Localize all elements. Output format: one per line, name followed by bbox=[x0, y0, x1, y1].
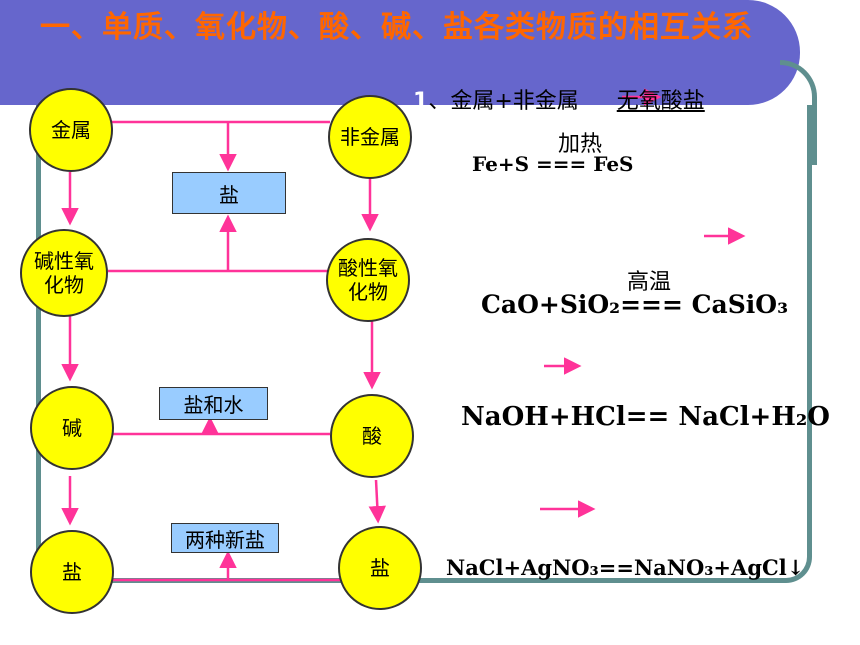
box-two-new-salts: 两种新盐 bbox=[171, 523, 279, 553]
reaction-1-condition: 加热 bbox=[558, 132, 603, 157]
reaction-2-equation: CaO+SiO₂=== CaSiO₃ bbox=[481, 290, 789, 319]
node-basic-oxide: 碱性氧化物 bbox=[20, 229, 108, 317]
reaction-1-equation: Fe+S === FeS bbox=[472, 152, 634, 176]
node-base: 碱 bbox=[30, 386, 114, 470]
reaction-1-number: 1 bbox=[413, 89, 429, 114]
node-acidic-oxide-label: 酸性氧化物 bbox=[338, 256, 398, 304]
arrow-acid-to-salt bbox=[368, 479, 387, 524]
node-nonmetal: 非金属 bbox=[328, 95, 412, 179]
node-salt-left: 盐 bbox=[30, 530, 114, 614]
slide-title: 一、单质、氧化物、酸、碱、盐各类物质的相互关系 bbox=[40, 10, 753, 45]
node-basic-oxide-label: 碱性氧化物 bbox=[34, 249, 94, 297]
reaction-1-reactants: 、金属+非金属 bbox=[428, 89, 579, 114]
content-frame bbox=[36, 105, 812, 583]
node-acid: 酸 bbox=[330, 394, 414, 478]
reaction-4-equation: NaCl+AgNO₃==NaNO₃+AgCl↓ bbox=[446, 555, 805, 580]
box-salt: 盐 bbox=[172, 172, 286, 214]
reaction-1-heading: 1、金属+非金属 无氧酸盐 bbox=[413, 83, 705, 115]
reaction-1-product: 无氧酸盐 bbox=[616, 89, 705, 114]
node-metal: 金属 bbox=[29, 88, 113, 172]
node-salt-right: 盐 bbox=[338, 526, 422, 610]
node-acidic-oxide: 酸性氧化物 bbox=[326, 238, 410, 322]
reaction-3-equation: NaOH+HCl== NaCl+H₂O bbox=[461, 402, 830, 432]
reaction-2-condition: 高温 bbox=[627, 270, 672, 295]
box-salt-and-water: 盐和水 bbox=[159, 387, 268, 420]
title-banner bbox=[0, 0, 800, 105]
